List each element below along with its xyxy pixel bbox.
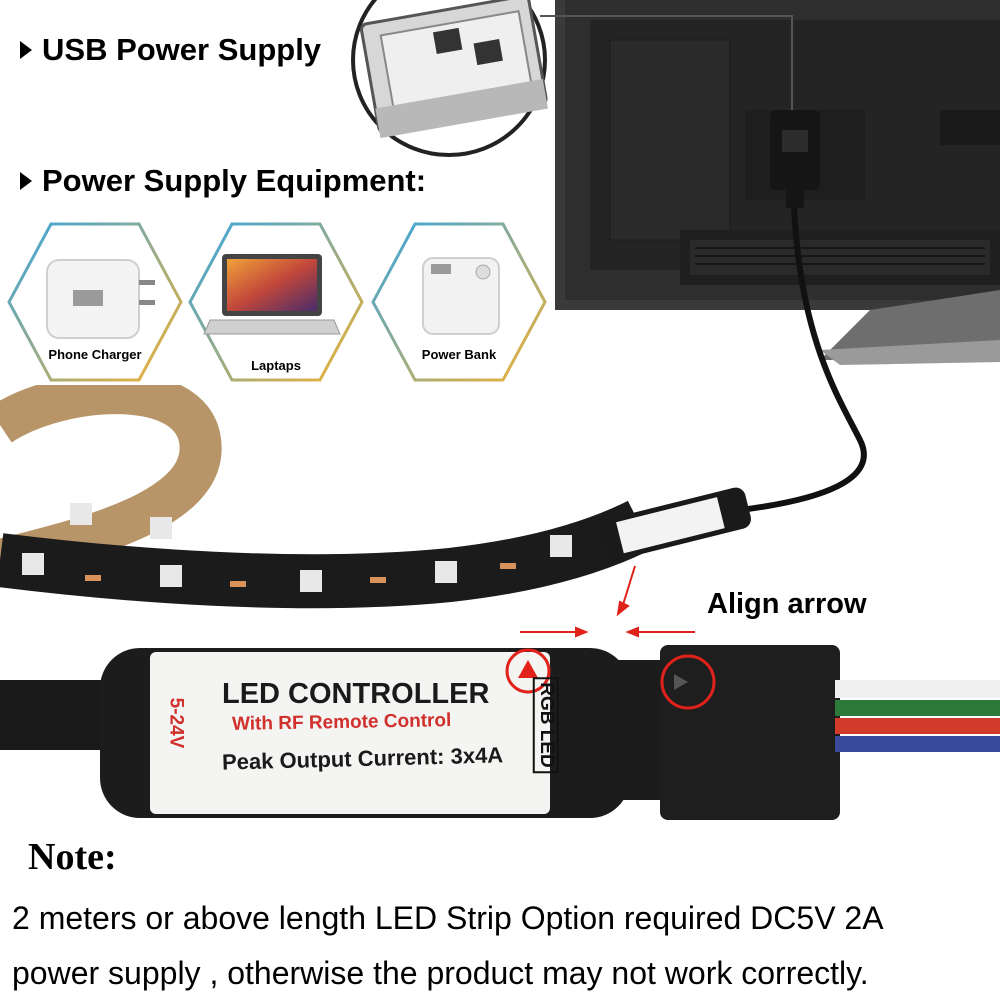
usb-power-supply-heading: USB Power Supply [20,32,321,68]
led-strip-image [0,385,653,609]
device-label: Phone Charger [48,347,142,362]
usb-plug-icon [770,110,820,208]
connector-image [610,645,1000,820]
align-arrow-label: Align arrow [707,588,867,620]
arrow-right-icon [20,41,32,59]
note-title: Note: [28,836,117,878]
led-controller-image [0,648,630,818]
triangle-marker-icon [505,648,551,694]
usb-power-supply-text: USB Power Supply [42,32,322,67]
controller-subtitle: With RF Remote Control [231,710,452,735]
phone-charger-icon [46,259,155,339]
note-line-2: power supply , otherwise the product may… [12,955,869,991]
note-line-1: 2 meters or above length LED Strip Optio… [12,900,884,936]
controller-rgb-label: RGB LED [532,677,559,773]
usb-connector-zoom [351,0,548,157]
power-supply-equipment-heading: Power Supply Equipment: [20,163,426,199]
usb-cable [619,204,867,533]
pointer-line [540,15,793,110]
controller-voltage: 5-24V [165,697,187,749]
power-supply-equipment-text: Power Supply Equipment: [42,163,427,198]
arrow-right-icon [20,172,32,190]
controller-title: LED CONTROLLER [222,678,490,710]
power-bank-icon [422,257,500,335]
device-tile-phone-charger: Phone Charger [7,222,183,382]
laptop-icon [203,254,341,335]
align-arrows [520,565,695,638]
device-label: Power Bank [421,347,497,362]
device-tile-laptop: Laptaps [188,222,364,382]
small-controller-image [599,487,751,561]
device-tile-power-bank: Power Bank [371,222,547,382]
device-label: Laptaps [251,358,301,373]
